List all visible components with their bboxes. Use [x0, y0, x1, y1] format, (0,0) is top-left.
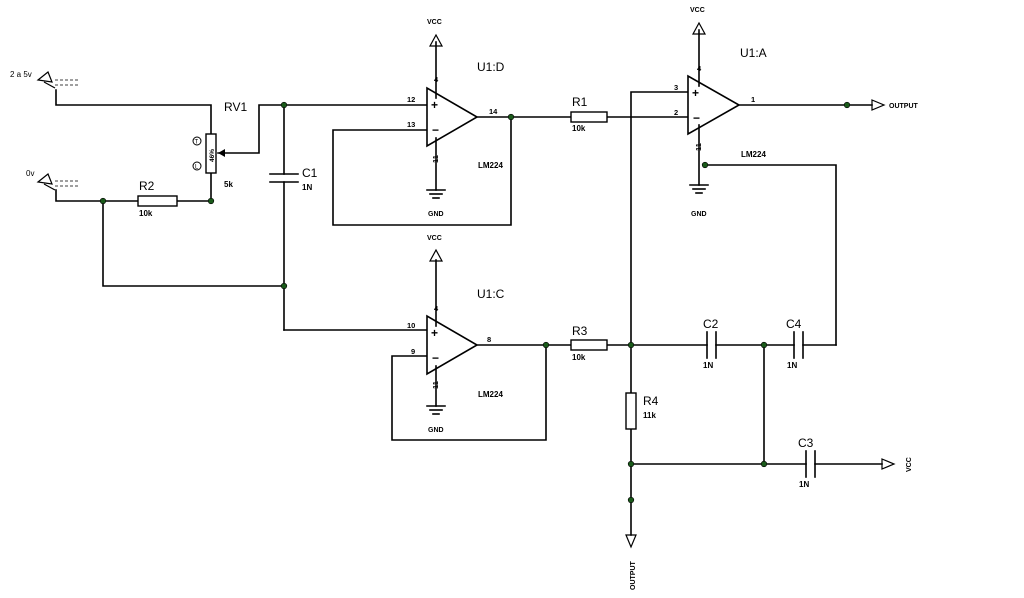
u1a-part: LM224 [741, 150, 766, 159]
vcc-label-u1a: VCC [690, 7, 705, 14]
c4-label: C4 [786, 317, 802, 331]
input-low-label: 0v [26, 169, 34, 178]
c1-capacitor: C1 1N [269, 166, 318, 192]
rv1-value: 5k [224, 180, 233, 189]
junction-dot [627, 496, 635, 504]
junction-dot [207, 197, 215, 205]
u1d-pin-gnd: 11 [431, 155, 440, 163]
output-terminal-bottom: OUTPUT [625, 534, 637, 591]
c4-capacitor: C4 1N [786, 317, 804, 370]
rv1-label: RV1 [224, 100, 247, 114]
vcc-label-u1c: VCC [427, 235, 442, 242]
u1d-plus-sign: + [431, 98, 438, 112]
input-port-low: 0v [26, 169, 80, 191]
junction-dot [760, 460, 768, 468]
r2-value: 10k [139, 209, 153, 218]
u1a-pin-plus: 3 [674, 83, 678, 92]
vcc-label-u1d: VCC [427, 19, 442, 26]
u1d-pin-plus: 12 [407, 95, 415, 104]
u1a-pin-out: 1 [751, 95, 755, 104]
output-label-bottom: OUTPUT [630, 561, 637, 591]
u1d-pin-minus: 13 [407, 120, 415, 129]
r3-resistor: R3 10k [570, 324, 608, 362]
u1c-minus-sign: − [432, 351, 439, 365]
gnd-symbol-u1d: GND [426, 189, 446, 218]
u1c-pin-out: 8 [487, 335, 491, 344]
u1c-opamp: + − 10 9 8 4 11 U1:C LM224 [407, 259, 505, 407]
c2-value: 1N [703, 361, 713, 370]
u1c-part: LM224 [478, 390, 503, 399]
u1d-part: LM224 [478, 161, 503, 170]
c3-capacitor: C3 1N [798, 436, 816, 489]
u1a-pin-vcc: 4 [697, 64, 702, 73]
u1a-plus-sign: + [692, 86, 699, 100]
r2-resistor: R2 10k [137, 179, 178, 218]
svg-text:T: T [195, 140, 199, 146]
junction-dot [542, 341, 550, 349]
u1a-opamp: + − 3 2 1 4 11 U1:A LM224 [674, 29, 767, 186]
r1-resistor: R1 10k [570, 95, 608, 133]
r3-label: R3 [572, 324, 588, 338]
u1c-label: U1:C [477, 287, 505, 301]
gnd-symbol-u1c: GND [426, 405, 446, 434]
junction-dot [701, 161, 709, 169]
junction-dot [507, 113, 515, 121]
output-terminal-main: OUTPUT [871, 99, 919, 111]
u1c-pin-plus: 10 [407, 321, 415, 330]
junction-dot [760, 341, 768, 349]
junction-dot [627, 460, 635, 468]
rv1-wiper-value: 46% [209, 149, 216, 162]
r4-resistor: R4 11k [625, 392, 659, 430]
u1c-pin-vcc: 4 [434, 304, 439, 313]
vcc-symbol-u1c: VCC [427, 235, 444, 262]
u1a-label: U1:A [740, 46, 767, 60]
input-port-high: 2 a 5v [10, 70, 80, 89]
vcc-symbol-u1d: VCC [427, 19, 444, 47]
u1a-pin-minus: 2 [674, 108, 678, 117]
r1-label: R1 [572, 95, 588, 109]
junction-dot [843, 101, 851, 109]
gnd-label-u1d: GND [428, 211, 444, 218]
vcc-label-right: VCC [906, 457, 913, 472]
rv1-potentiometer: 46% T L RV1 5k [192, 100, 247, 189]
r4-label: R4 [643, 394, 659, 408]
c2-capacitor: C2 1N [703, 317, 719, 370]
r1-value: 10k [572, 124, 586, 133]
r4-value: 11k [643, 411, 656, 420]
u1c-plus-sign: + [431, 326, 438, 340]
r3-value: 10k [572, 353, 586, 362]
vcc-terminal-right: VCC [881, 457, 913, 472]
junction-dot [280, 101, 288, 109]
u1d-minus-sign: − [432, 123, 439, 137]
vcc-symbol-u1a: VCC [690, 7, 707, 35]
c2-label: C2 [703, 317, 719, 331]
c3-value: 1N [799, 480, 809, 489]
gnd-label-u1a: GND [691, 211, 707, 218]
gnd-symbol-u1a: GND [689, 184, 709, 218]
u1a-pin-gnd: 11 [694, 143, 703, 151]
gnd-label-u1c: GND [428, 427, 444, 434]
u1d-pin-out: 14 [489, 107, 498, 116]
input-high-label: 2 a 5v [10, 70, 32, 79]
c1-label: C1 [302, 166, 318, 180]
u1d-label: U1:D [477, 60, 505, 74]
c4-value: 1N [787, 361, 797, 370]
junction-dot [99, 197, 107, 205]
svg-text:L: L [195, 165, 199, 171]
output-label-main: OUTPUT [889, 103, 919, 110]
r2-label: R2 [139, 179, 155, 193]
u1a-minus-sign: − [693, 111, 700, 125]
junction-dot [280, 282, 288, 290]
u1d-pin-vcc: 4 [434, 75, 439, 84]
u1d-opamp: + − 12 13 14 4 11 U1:D LM224 [407, 41, 505, 191]
c1-value: 1N [302, 183, 312, 192]
u1c-pin-minus: 9 [411, 347, 415, 356]
u1c-pin-gnd: 11 [431, 381, 440, 389]
c3-label: C3 [798, 436, 814, 450]
junction-dots [99, 101, 851, 504]
junction-dot [627, 341, 635, 349]
